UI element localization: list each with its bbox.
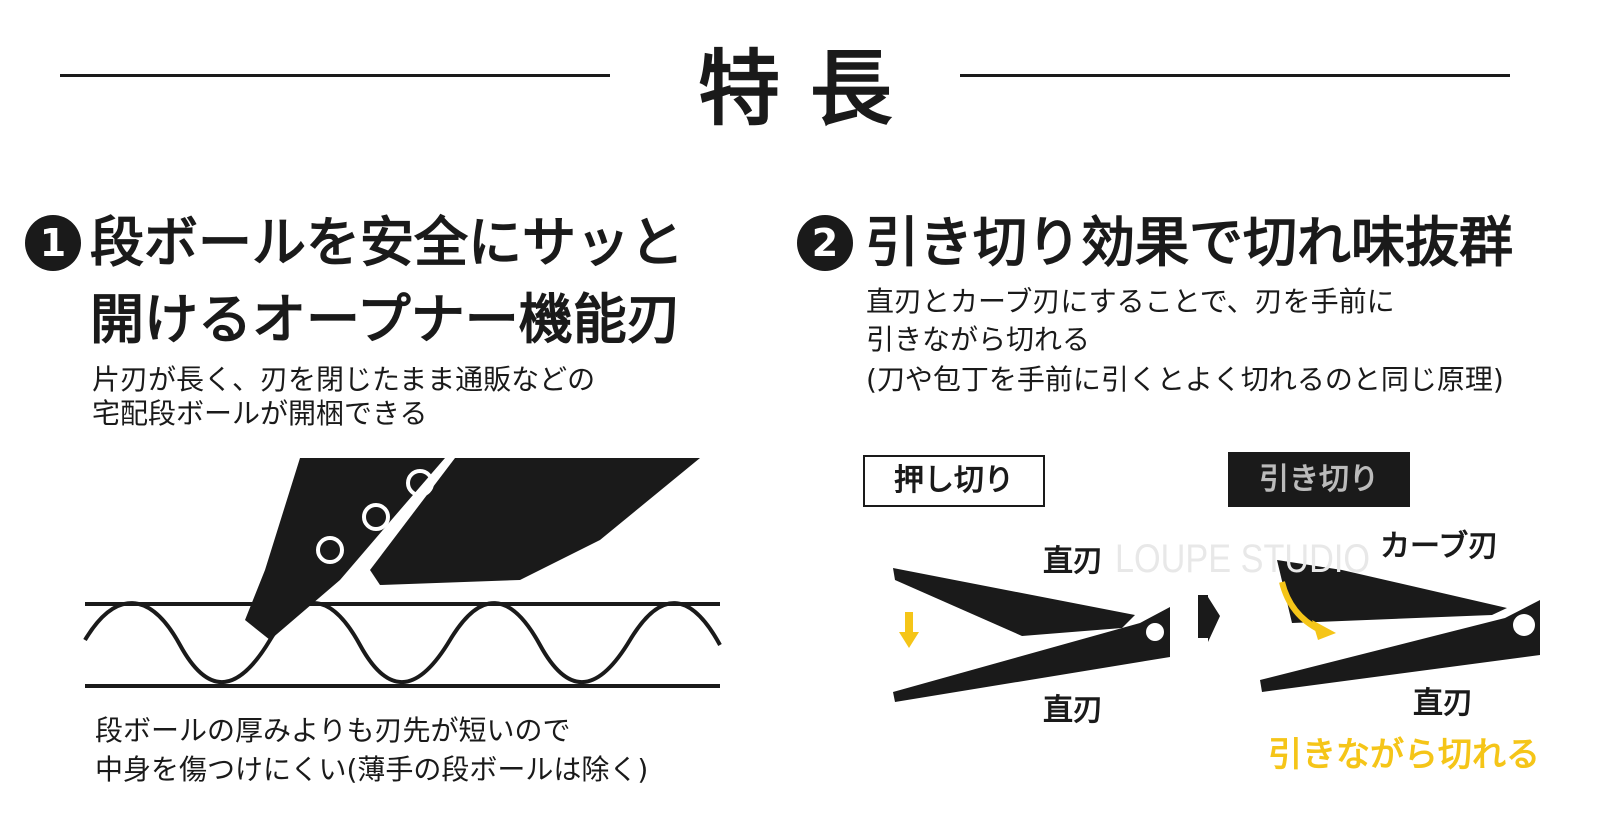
feature2-desc-line2: 引きながら切れる <box>866 323 1091 356</box>
page-title: 特長 <box>697 42 922 137</box>
straight-blade-label-top: 直刃 <box>1043 544 1103 579</box>
down-arrow-icon <box>899 612 919 648</box>
feature1-number-badge: 1 <box>25 215 81 271</box>
feature2-desc-line1: 直刃とカーブ刃にすることで、刃を手前に <box>866 285 1395 318</box>
right-arrow-icon <box>1198 595 1220 642</box>
cardboard-illustration <box>83 601 722 688</box>
pull-cut-label: 引き切り <box>1228 452 1410 507</box>
feature2-heading: 引き切り効果で切れ味抜群 <box>865 211 1513 274</box>
title-rule-left <box>60 74 610 77</box>
curved-blade-label: カーブ刃 <box>1380 529 1499 564</box>
feature2-desc-line3: (刀や包丁を手前に引くとよく切れるのと同じ原理) <box>866 363 1504 396</box>
feature1-heading-line2: 開けるオープナー機能刃 <box>90 288 681 351</box>
push-cut-label: 押し切り <box>863 455 1045 507</box>
watermark: LOUPE STUDIO <box>1115 537 1370 581</box>
feature1-heading-line1: 段ボールを安全にサッと <box>90 211 684 274</box>
title-rule-right <box>960 74 1510 77</box>
feature1-desc-line1: 片刃が長く、刃を閉じたまま通販などの <box>92 363 596 396</box>
pull-cut-caption: 引きながら切れる <box>1268 735 1540 775</box>
pull-cut-scissors <box>1260 560 1540 692</box>
feature1-caption-line1: 段ボールの厚みよりも刃先が短いので <box>95 714 571 747</box>
feature1-caption-line2: 中身を傷つけにくい(薄手の段ボールは除く) <box>95 753 649 786</box>
feature2-number-badge: 2 <box>797 215 853 271</box>
straight-blade-label-right: 直刃 <box>1413 686 1473 721</box>
opener-blade-illustration <box>245 458 700 640</box>
feature1-desc-line2: 宅配段ボールが開梱できる <box>92 397 428 430</box>
push-cut-scissors <box>893 568 1170 702</box>
straight-blade-label-bottom: 直刃 <box>1043 693 1103 728</box>
